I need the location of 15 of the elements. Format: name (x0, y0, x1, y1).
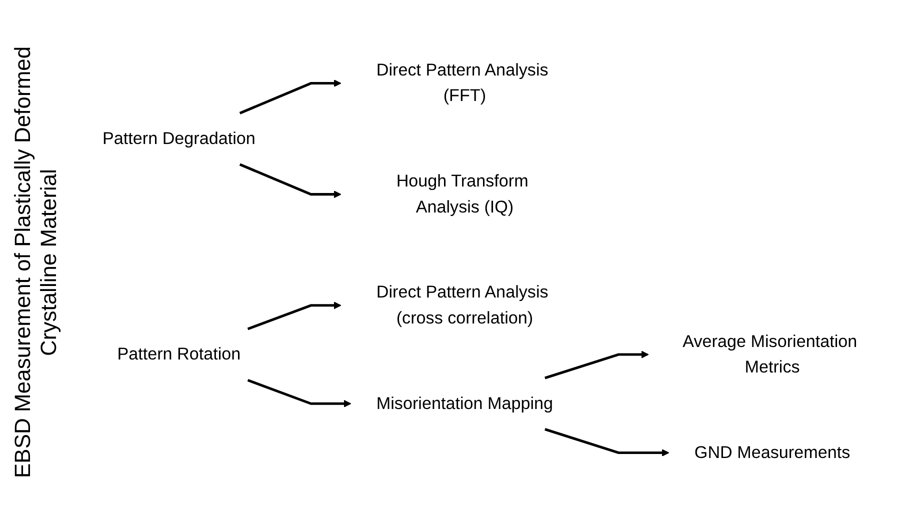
node-text: Average Misorientation Metrics (682, 332, 858, 377)
arrow (239, 163, 342, 198)
node-text: Hough Transform Analysis (IQ) (396, 172, 528, 216)
arrow (247, 378, 352, 408)
arrow (544, 428, 670, 456)
node-text: Direct Pattern Analysis (cross correlation) (376, 283, 548, 328)
node-text: Pattern Rotation (117, 345, 241, 364)
arrow (239, 79, 342, 114)
vertical-title: EBSD Measurement of Plastically Deformed Crystalline Material (10, 44, 62, 480)
arrow (544, 350, 649, 380)
node-text: GND Measurements (694, 443, 850, 462)
node-text: Misorientation Mapping (376, 394, 554, 413)
node-text: Direct Pattern Analysis (FFT) (376, 60, 548, 106)
arrow (247, 302, 342, 330)
node-text: Pattern Degradation (102, 129, 256, 148)
